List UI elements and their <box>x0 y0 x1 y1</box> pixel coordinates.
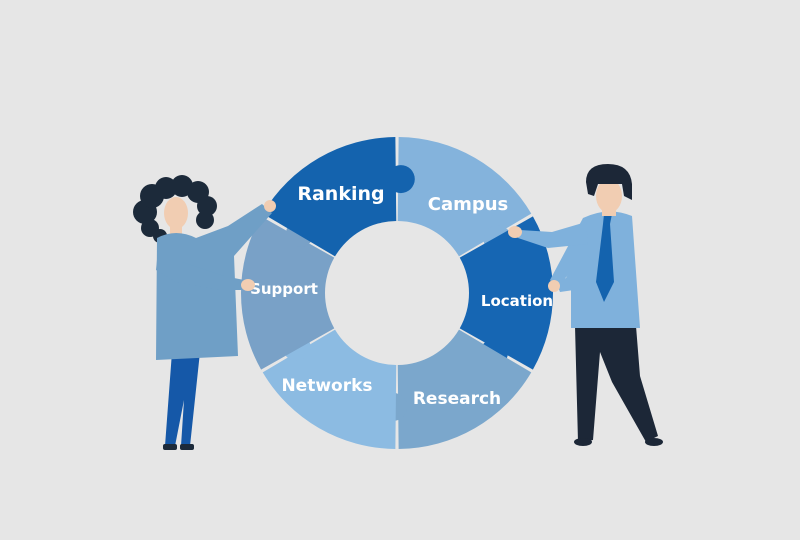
man-neck <box>602 204 616 216</box>
puzzle-segment-location <box>397 329 532 449</box>
puzzle-segment-campus <box>459 216 553 370</box>
woman-neck <box>170 222 182 234</box>
woman-arm-left <box>156 250 244 290</box>
man-shoe-left <box>574 438 592 446</box>
man-tie <box>596 214 614 302</box>
woman-legs <box>165 352 200 446</box>
segment-label-location: Location <box>481 292 553 310</box>
man-shoe-right <box>645 438 663 446</box>
man-hand-upper <box>508 226 522 238</box>
woman-hand-right <box>264 200 276 212</box>
woman-hair <box>133 175 217 243</box>
segment-label-ranking: Ranking <box>297 183 384 205</box>
woman-hand-left <box>241 279 255 291</box>
woman-face <box>164 197 188 229</box>
puzzle-ring <box>241 137 553 449</box>
segment-label-research: Research <box>413 389 501 409</box>
man-arm-upper <box>518 222 588 248</box>
segment-label-campus: Campus <box>428 194 509 215</box>
puzzle-segment-support <box>262 137 397 257</box>
man-pants <box>575 326 658 442</box>
woman-shoe-left <box>163 444 177 450</box>
woman-illustration <box>133 175 276 450</box>
segment-label-support: Support <box>250 280 318 298</box>
man-hair <box>586 164 632 200</box>
puzzle-segment-networks <box>241 216 335 370</box>
segment-label-networks: Networks <box>281 376 372 396</box>
puzzle-knob-support <box>386 165 415 194</box>
woman-shoe-right <box>180 444 194 450</box>
man-arm-lower <box>556 250 594 292</box>
man-illustration <box>508 164 663 446</box>
man-hand-lower <box>548 280 560 292</box>
